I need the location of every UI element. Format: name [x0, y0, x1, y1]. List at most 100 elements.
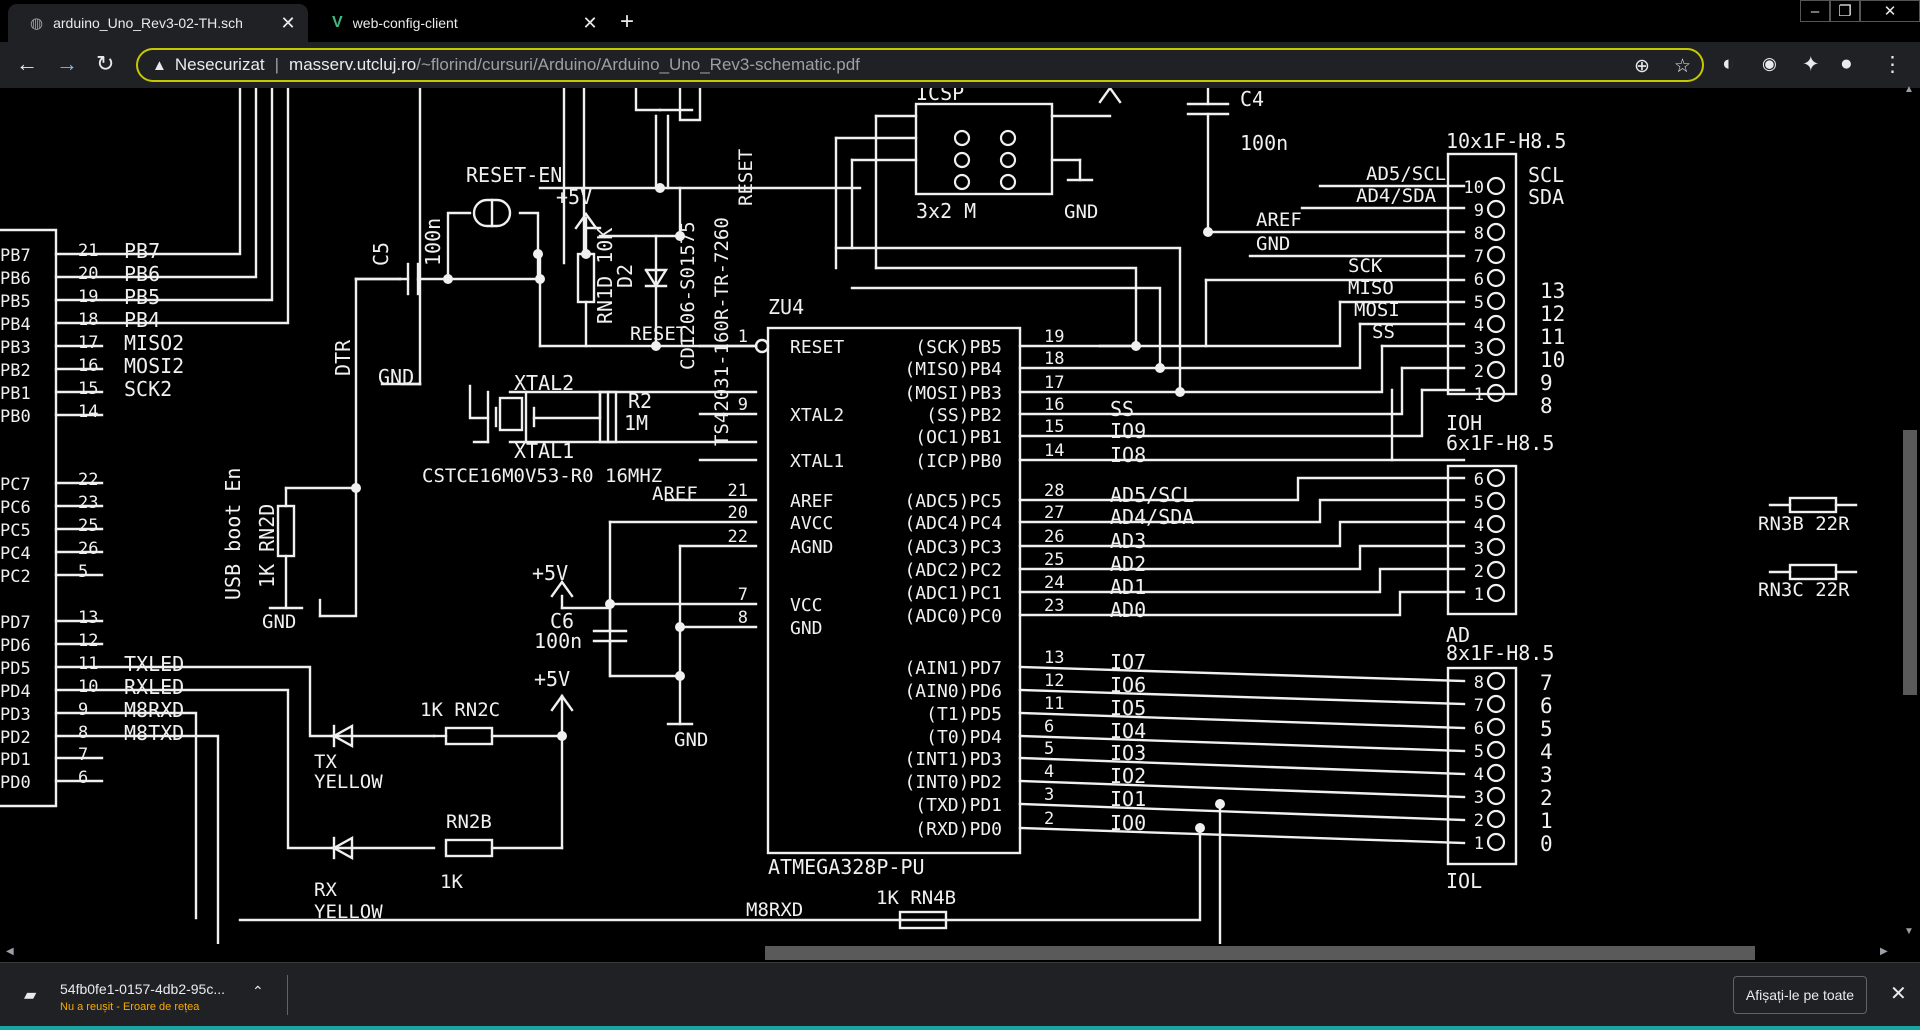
mcu-net-label: SS — [1110, 397, 1134, 421]
ioh-pin — [1486, 360, 1506, 380]
usb-ic-pin-number: 11 — [78, 654, 98, 674]
address-bar[interactable]: ▲ Nesecurizat | masserv.utcluj.ro /~flor… — [136, 48, 1704, 82]
close-tab-icon[interactable]: ✕ — [280, 12, 296, 33]
new-tab-icon[interactable]: + — [620, 8, 635, 35]
ioh-mosi-label: MOSI — [1354, 299, 1400, 321]
r2-ref: R2 — [628, 389, 652, 413]
tx-color-label: YELLOW — [314, 771, 383, 793]
extension-icon[interactable]: ◉ — [1762, 54, 1777, 73]
scroll-left-icon[interactable]: ◀ — [6, 946, 14, 957]
c5-value: 100n — [421, 218, 445, 266]
mcu-right-pin-name: (SS)PB2 — [926, 405, 1002, 426]
mcu-right-pin-name: (ICP)PB0 — [915, 451, 1002, 472]
security-label[interactable]: Nesecurizat — [174, 55, 265, 74]
iol-pin — [1486, 786, 1506, 806]
iol-pin-number: 6 — [1474, 719, 1484, 739]
mcu-left-pin-name: AREF — [790, 491, 833, 512]
rn1d-label: RN1D 10K — [593, 228, 617, 324]
mcu-left-pin-number: 22 — [728, 527, 748, 547]
dtr-label: DTR — [331, 339, 355, 376]
ioh-pin — [1486, 291, 1506, 311]
iol-pin-number: 1 — [1474, 834, 1484, 854]
ad-pin — [1486, 468, 1506, 488]
mcu-right-pin-name: (AIN1)PD7 — [904, 658, 1002, 679]
download-shelf: ▰ 54fb0fe1-0157-4db2-95c... Nu a reușit … — [0, 962, 1920, 1027]
mcu-right-pin-number: 2 — [1044, 809, 1054, 829]
mcu-left-pin-name: AVCC — [790, 513, 833, 534]
ad-header-type: 6x1F-H8.5 — [1446, 431, 1554, 455]
usb-ic-port-label: PD4 — [0, 682, 31, 702]
mcu-right-pin-name: (MISO)PB4 — [904, 359, 1002, 380]
restore-icon[interactable]: ❐ — [1830, 0, 1860, 22]
iol-digital-label: 5 — [1540, 717, 1553, 741]
reload-icon[interactable]: ↻ — [96, 51, 115, 76]
reset-switch-label: RESET — [735, 149, 757, 206]
menu-kebab-icon[interactable]: ⋮ — [1882, 53, 1903, 76]
sda-label: SDA — [1528, 185, 1564, 209]
vertical-scroll-thumb[interactable] — [1903, 430, 1917, 695]
iol-pin-number: 5 — [1474, 742, 1484, 762]
mcu-right-pin-number: 14 — [1044, 441, 1064, 461]
mcu-right-pin-number: 26 — [1044, 527, 1064, 547]
usb-ic-port-label: PD2 — [0, 728, 31, 748]
ioh-digital-label: 13 — [1540, 279, 1565, 303]
usb-ic-port-label: PC2 — [0, 567, 31, 587]
mcu-net-label: IO3 — [1110, 741, 1146, 765]
mcu-right-pin-number: 12 — [1044, 671, 1064, 691]
scroll-right-icon[interactable]: ▶ — [1880, 946, 1888, 957]
dark-mode-extension-icon[interactable]: ◐ — [1722, 52, 1735, 75]
mcu-net-label: IO0 — [1110, 811, 1146, 835]
aref-net-label: AREF — [652, 483, 698, 505]
iol-digital-label: 4 — [1540, 740, 1553, 764]
profile-avatar-icon[interactable]: ● — [1840, 52, 1853, 75]
close-window-icon[interactable]: ✕ — [1860, 0, 1920, 22]
usb-ic-port-label: PD7 — [0, 613, 31, 633]
usb-ic-net-label: MOSI2 — [124, 354, 184, 378]
mcu-net-label: IO1 — [1110, 787, 1146, 811]
horizontal-scroll-thumb[interactable] — [765, 946, 1755, 960]
ioh-pin — [1486, 268, 1506, 288]
close-tab-icon[interactable]: ✕ — [582, 12, 598, 33]
tab-web-config-client[interactable]: V web-config-client ✕ — [310, 4, 610, 42]
mcu-part: ATMEGA328P-PU — [768, 855, 925, 879]
mcu-right-pin-number: 6 — [1044, 717, 1054, 737]
mcu-right-pin-name: (ADC1)PC1 — [904, 583, 1002, 604]
iol-pin — [1486, 740, 1506, 760]
close-shelf-icon[interactable]: ✕ — [1890, 983, 1907, 1005]
warning-icon[interactable]: ▲ — [152, 56, 167, 74]
ioh-pin-number: 2 — [1474, 362, 1484, 382]
plus5v-led-label: +5V — [534, 667, 570, 691]
reset-en-label: RESET-EN — [466, 163, 562, 187]
ioh-label: IOH — [1446, 411, 1482, 435]
forward-icon[interactable]: → — [56, 51, 78, 76]
download-filename[interactable]: 54fb0fe1-0157-4db2-95c... — [60, 981, 226, 997]
ad-pin-number: 1 — [1474, 585, 1484, 605]
mcu-left-pin-name: AGND — [790, 537, 833, 558]
mcu-right-pin-number: 17 — [1044, 373, 1064, 393]
c6-value: 100n — [534, 629, 582, 653]
scroll-down-icon[interactable]: ▼ — [1904, 926, 1914, 937]
junction-dots — [351, 183, 1225, 833]
minimize-icon[interactable]: – — [1800, 0, 1830, 22]
usb-ic-port-label: PB4 — [0, 315, 31, 335]
mcu-right-pin-number: 27 — [1044, 503, 1064, 523]
extensions-puzzle-icon[interactable]: ✦ — [1802, 53, 1820, 76]
back-icon[interactable]: ← — [16, 51, 38, 76]
scroll-up-icon[interactable]: ▲ — [1904, 84, 1914, 95]
bookmark-star-icon[interactable]: ☆ — [1674, 56, 1692, 77]
usb-ic-net-label: TXLED — [124, 652, 184, 676]
show-all-button[interactable]: Afișați-le pe toate — [1733, 976, 1867, 1014]
iol-digital-label: 0 — [1540, 832, 1553, 856]
iol-header-type: 8x1F-H8.5 — [1446, 641, 1554, 665]
chevron-up-icon[interactable]: ⌃ — [252, 983, 264, 999]
mcu-left-pin-number: 1 — [738, 327, 748, 347]
mcu-left-pin-number: 20 — [728, 503, 748, 523]
zoom-icon[interactable]: ⊕ — [1634, 56, 1650, 77]
iol-digital-label: 6 — [1540, 694, 1553, 718]
mcu-left-pin-name: GND — [790, 618, 823, 639]
iol-pin — [1486, 832, 1506, 852]
ioh-miso-label: MISO — [1348, 277, 1394, 299]
address-divider: | — [274, 55, 280, 74]
mcu-net-label: AD5/SCL — [1110, 483, 1194, 507]
tab-arduino-schematic[interactable]: ◍ arduino_Uno_Rev3-02-TH.sch ✕ — [8, 4, 308, 42]
